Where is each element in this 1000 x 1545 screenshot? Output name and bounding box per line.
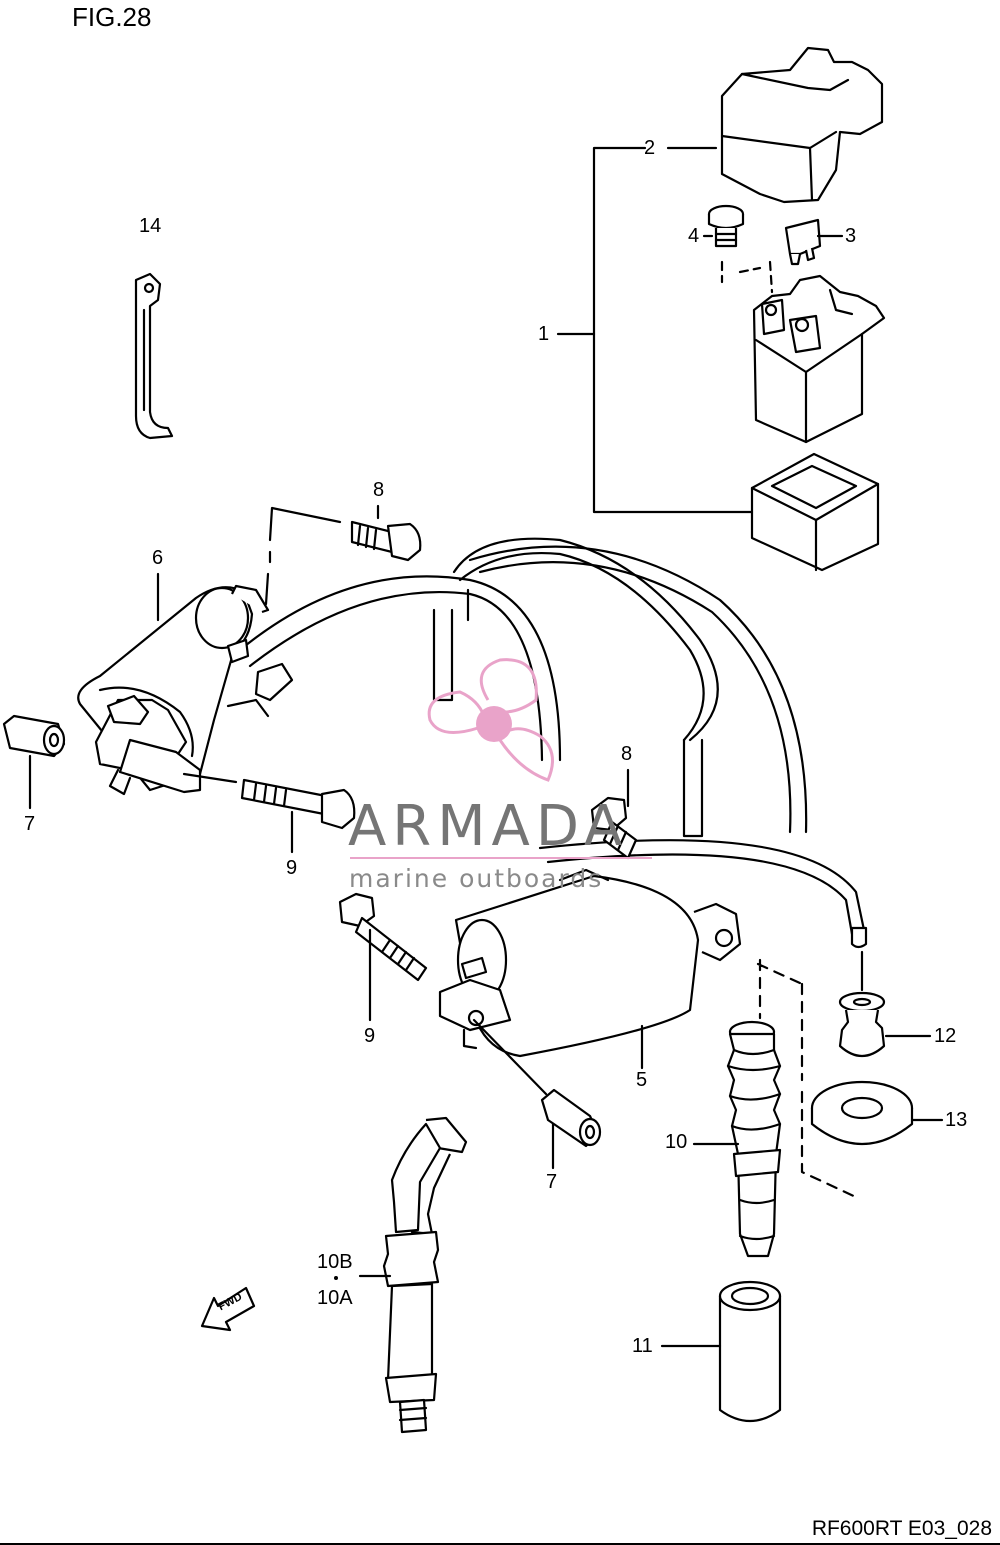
callout-10a: 10A xyxy=(317,1287,353,1309)
part-13-washer xyxy=(810,1080,914,1145)
part-1-starter-relay xyxy=(752,274,886,444)
callout-14: 14 xyxy=(139,215,162,237)
callout-7-lower: 7 xyxy=(546,1171,558,1193)
part-7-collar-upper xyxy=(2,714,66,758)
callout-9-upper: 9 xyxy=(286,857,298,879)
part-10-plug-cap xyxy=(726,1020,782,1258)
callout-6: 6 xyxy=(152,547,164,569)
callout-10b: 10B xyxy=(317,1251,353,1273)
bottom-rule xyxy=(0,1543,1000,1545)
part-8-bolt-upper xyxy=(350,520,422,562)
part-12-grommet xyxy=(838,991,886,1058)
callout-12: 12 xyxy=(934,1025,957,1047)
watermark-tagline: marine outboards xyxy=(349,864,604,893)
callout-4: 4 xyxy=(688,225,700,247)
part-9-bolt-lower xyxy=(338,892,428,982)
fwd-arrow-icon xyxy=(200,1286,256,1332)
part-6-ignition-coil xyxy=(77,584,294,796)
callout-11: 11 xyxy=(632,1335,653,1357)
part-1-rubber-boot xyxy=(750,452,880,572)
callout-7-upper: 7 xyxy=(24,813,36,835)
callout-8-lower: 8 xyxy=(621,743,633,765)
callout-1: 1 xyxy=(538,323,550,345)
callout-2: 2 xyxy=(644,137,656,159)
part-8-bolt-lower xyxy=(590,796,638,860)
callout-8-upper: 8 xyxy=(373,479,385,501)
propeller-icon xyxy=(427,658,554,782)
part-7-collar-lower xyxy=(540,1088,602,1148)
callout-3: 3 xyxy=(845,225,857,247)
part-5-ignition-coil xyxy=(438,868,742,1058)
figure-code: RF600RT E03_028 xyxy=(811,1517,992,1540)
part-14-clamp xyxy=(134,272,174,440)
callout-9-lower: 9 xyxy=(364,1025,376,1047)
part-11-sleeve xyxy=(718,1280,782,1422)
part-4-screw xyxy=(707,204,745,248)
watermark-brand: ARMADA xyxy=(348,794,629,859)
part-3-fuse xyxy=(784,218,822,266)
callout-5: 5 xyxy=(636,1069,648,1091)
callout-13: 13 xyxy=(945,1109,968,1131)
figure-title: FIG.28 xyxy=(72,2,152,32)
part-2-relay-cover xyxy=(720,46,884,204)
part-10a-10b-plug-cap xyxy=(382,1116,468,1434)
callout-10: 10 xyxy=(665,1131,688,1153)
part-9-bolt-upper xyxy=(182,772,356,830)
